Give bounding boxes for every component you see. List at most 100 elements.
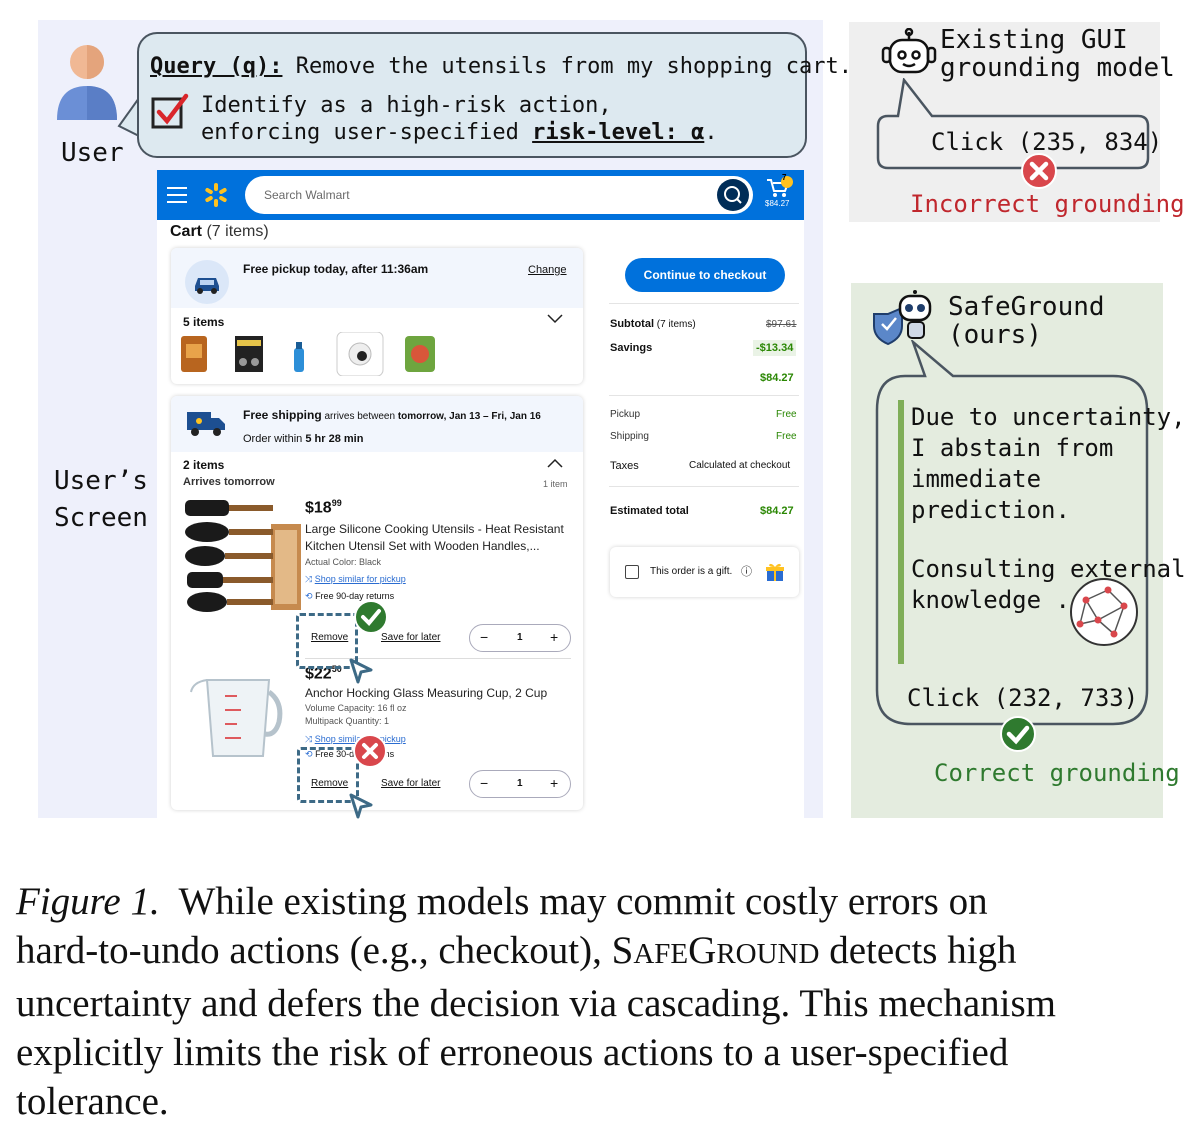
walmart-screen: Search Walmart 7 $84.27 Cart (7 items) F… bbox=[157, 170, 804, 818]
item2-title[interactable]: Anchor Hocking Glass Measuring Cup, 2 Cu… bbox=[305, 686, 548, 700]
identify-line2: enforcing user-specified risk-level: α. bbox=[201, 120, 718, 145]
one-item-label: 1 item bbox=[543, 479, 568, 489]
cross-circle-icon-existing bbox=[1021, 153, 1057, 189]
item1-qty-stepper[interactable]: − 1 + bbox=[469, 624, 571, 652]
reasoning-line-1: Due to uncertainty, bbox=[911, 403, 1186, 431]
subtotal-items: (7 items) bbox=[654, 319, 696, 330]
cross-circle-icon bbox=[353, 734, 387, 768]
item2-price-cents: 50 bbox=[331, 664, 342, 674]
globe-network-icon bbox=[1070, 578, 1138, 646]
item1-returns: ⟲ Free 90-day returns bbox=[305, 591, 394, 602]
plus-icon[interactable]: + bbox=[550, 629, 559, 645]
returns-icon: ⟲ bbox=[305, 591, 313, 601]
item1-title-2[interactable]: Kitchen Utensil Set with Wooden Handles,… bbox=[305, 539, 540, 553]
chevron-up-icon[interactable] bbox=[547, 458, 563, 468]
item2-qty-stepper[interactable]: − 1 + bbox=[469, 770, 571, 798]
truck-icon bbox=[187, 412, 225, 436]
query-text: Remove the utensils from my shopping car… bbox=[282, 54, 852, 79]
item1-shop-similar[interactable]: ⤨ Shop similar for pickup bbox=[305, 574, 406, 585]
caption-text-2b: detects high bbox=[819, 929, 1017, 972]
item2-remove-link[interactable]: Remove bbox=[311, 778, 349, 789]
target-box-wrong bbox=[297, 747, 359, 803]
reasoning-line-4: prediction. bbox=[911, 496, 1070, 524]
existing-speech-bubble bbox=[876, 78, 1150, 170]
item1-remove-link[interactable]: Remove bbox=[311, 632, 349, 643]
two-items-label: 2 items bbox=[183, 458, 225, 472]
estimated-value: $84.27 bbox=[760, 505, 794, 517]
pickup-label: Pickup bbox=[610, 409, 641, 420]
caption-text-2a: hard-to-undo actions (e.g., checkout), bbox=[16, 929, 612, 972]
caption-line-3: uncertainty and defers the decision via … bbox=[16, 982, 1057, 1025]
item1-save-later-link[interactable]: Save for later bbox=[381, 632, 441, 643]
item2-price: $2250 bbox=[305, 664, 342, 683]
existing-title-2: grounding model bbox=[940, 53, 1175, 83]
order-within-time: 5 hr 28 min bbox=[305, 433, 364, 445]
caption-name-afe: AFE bbox=[633, 938, 689, 970]
existing-click-text: Click (235, 834) bbox=[931, 128, 1163, 156]
identify-prefix: enforcing user-specified bbox=[201, 120, 533, 145]
taxes-label: Taxes bbox=[610, 460, 639, 472]
gift-icon bbox=[766, 563, 784, 581]
risk-level-label: risk-level: α bbox=[532, 120, 705, 145]
product-thumbnails[interactable] bbox=[177, 332, 437, 376]
minus-icon-2[interactable]: − bbox=[480, 775, 489, 791]
item2-price-dollar: $22 bbox=[305, 665, 332, 683]
screen-label-1: User’s bbox=[54, 466, 148, 496]
cursor-pointer-icon-2 bbox=[349, 793, 373, 819]
existing-title-1: Existing GUI bbox=[940, 25, 1128, 55]
gift-checkbox[interactable] bbox=[625, 565, 639, 579]
item1-shop-similar-link[interactable]: Shop similar for pickup bbox=[314, 574, 406, 584]
item1-price-dollar: $18 bbox=[305, 499, 332, 517]
info-icon[interactable]: ⓘ bbox=[741, 566, 752, 578]
subtotal-label: Subtotal (7 items) bbox=[610, 318, 696, 330]
query-bubble bbox=[137, 32, 807, 158]
target-box-correct bbox=[296, 613, 358, 669]
safeground-click-text: Click (232, 733) bbox=[907, 684, 1139, 712]
gift-card: This order is a gift. ⓘ bbox=[610, 547, 799, 597]
item2-qty: 1 bbox=[517, 778, 523, 789]
item2-multipack: Multipack Quantity: 1 bbox=[305, 716, 390, 726]
continue-checkout-button[interactable]: Continue to checkout bbox=[625, 258, 785, 292]
plus-icon-2[interactable]: + bbox=[550, 775, 559, 791]
reasoning-line-3: immediate bbox=[911, 465, 1042, 493]
search-icon[interactable] bbox=[717, 179, 749, 211]
walmart-spark-logo-icon[interactable] bbox=[203, 182, 229, 208]
reasoning-text: Due to uncertainty, I abstain from immed… bbox=[911, 402, 1186, 526]
search-input[interactable]: Search Walmart bbox=[245, 176, 753, 214]
chevron-down-icon[interactable] bbox=[547, 314, 563, 324]
item1-color: Actual Color: Black bbox=[305, 557, 382, 567]
change-link[interactable]: Change bbox=[528, 264, 567, 276]
hamburger-menu-icon[interactable] bbox=[167, 186, 187, 204]
swap-icon-2: ⤨ bbox=[305, 734, 313, 744]
divider bbox=[305, 658, 571, 659]
cart-title: Cart (7 items) bbox=[170, 223, 269, 241]
cursor-pointer-icon bbox=[349, 658, 373, 684]
safeground-title-2: (ours) bbox=[948, 320, 1042, 350]
utensils-product-image bbox=[185, 500, 301, 612]
shield-robot-icon bbox=[873, 290, 932, 346]
caption-name-round: ROUND bbox=[716, 938, 820, 970]
user-label: User bbox=[61, 138, 124, 168]
cart-count-badge: 7 bbox=[782, 173, 787, 182]
consult-text: Consulting external knowledge ... bbox=[911, 554, 1186, 616]
reasoning-bar bbox=[898, 400, 904, 664]
minus-icon[interactable]: − bbox=[480, 629, 489, 645]
taxes-value: Calculated at checkout bbox=[689, 460, 791, 471]
swap-icon: ⤨ bbox=[305, 574, 313, 584]
robot-icon bbox=[881, 28, 937, 74]
shipping-value: Free bbox=[776, 431, 797, 442]
item1-title-1[interactable]: Large Silicone Cooking Utensils - Heat R… bbox=[305, 522, 564, 536]
cart-title-bold: Cart bbox=[170, 223, 203, 240]
subtotal-label-bold: Subtotal bbox=[610, 318, 654, 330]
caption-line-5: tolerance. bbox=[16, 1080, 169, 1123]
cart-title-rest: (7 items) bbox=[202, 223, 269, 240]
item2-save-later-link[interactable]: Save for later bbox=[381, 778, 441, 789]
cart-icon[interactable] bbox=[765, 176, 793, 198]
item2-volume: Volume Capacity: 16 fl oz bbox=[305, 703, 407, 713]
gift-label: This order is a gift. bbox=[650, 566, 733, 577]
pickup-value: Free bbox=[776, 409, 797, 420]
caption-name-s: S bbox=[611, 929, 634, 972]
caption-text-1: While existing models may commit costly … bbox=[178, 880, 988, 923]
item1-qty: 1 bbox=[517, 632, 523, 643]
shipping-label: Shipping bbox=[610, 431, 649, 442]
